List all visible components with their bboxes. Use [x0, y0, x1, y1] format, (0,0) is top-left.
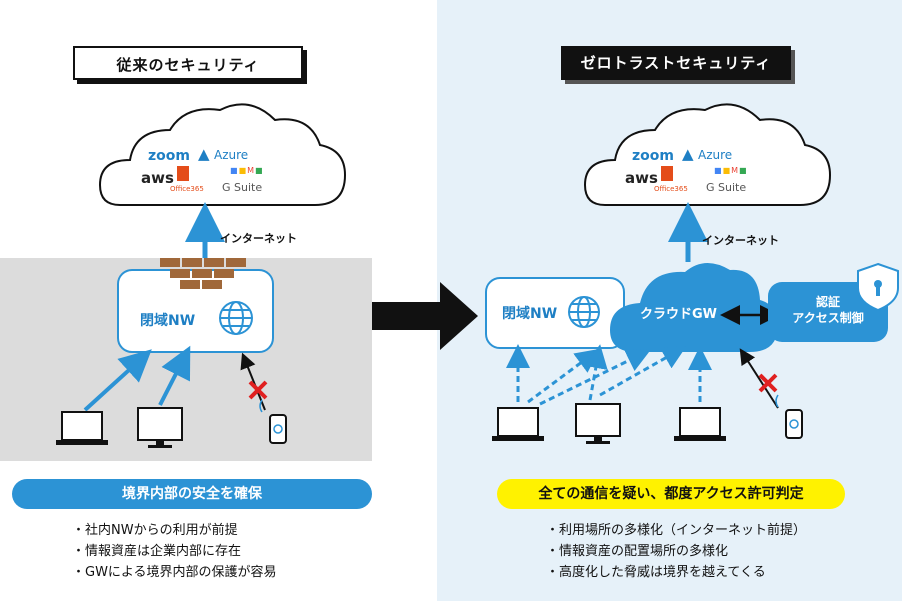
auth-label: 認証 アクセス制御 — [768, 294, 888, 326]
left-title: 従来のセキュリティ — [73, 46, 303, 80]
list-item: ・情報資産の配置場所の多様化 — [546, 544, 729, 559]
firewall-icon — [160, 258, 246, 289]
list-item: ・GWによる境界内部の保護が容易 — [72, 565, 277, 580]
zoom-logo: zoom — [148, 148, 190, 164]
azure-triangle-icon-right: ▲ — [682, 145, 694, 163]
right-title: ゼロトラストセキュリティ — [561, 46, 791, 80]
gsuite-logo-right: G Suite — [706, 181, 747, 194]
shield-lock-icon — [857, 262, 899, 312]
list-item: ・社内NWからの利用が前提 — [72, 523, 238, 538]
cloud-gw-icon — [610, 262, 778, 352]
azure-logo-right: Azure — [698, 148, 733, 162]
auth-box — [768, 282, 888, 342]
left-laptop-icon — [56, 411, 108, 445]
azure-logo: Azure — [214, 148, 249, 162]
right-globe-icon — [568, 296, 600, 328]
blocked-x-icon-left — [248, 380, 268, 400]
gsuite-logo: G Suite — [222, 181, 263, 194]
gsuite-icons-right: ■■M■ — [714, 166, 748, 175]
aws-logo: aws — [141, 169, 174, 187]
left-internet-label: インターネット — [220, 232, 297, 245]
gsuite-icons: ■■M■ — [230, 166, 264, 175]
azure-triangle-icon: ▲ — [198, 145, 210, 163]
office-logo-right: Office365 — [654, 185, 688, 193]
right-smartphone-icon — [775, 394, 803, 439]
office-icon — [177, 166, 189, 181]
list-item: ・高度化した脅威は境界を越えてくる — [546, 565, 766, 580]
left-cloud-icon — [98, 103, 347, 206]
left-globe-icon — [219, 301, 253, 335]
zoom-logo-right: zoom — [632, 148, 674, 164]
right-laptop-icon-2 — [674, 407, 726, 441]
left-smartphone-icon — [259, 399, 287, 444]
aws-logo-right: aws — [625, 169, 658, 187]
cloud-gw-label: クラウドGW — [640, 307, 718, 322]
office-icon-right — [661, 166, 673, 181]
right-banner: 全ての通信を疑い、都度アクセス許可判定 — [497, 479, 845, 509]
right-internet-label: インターネット — [702, 234, 779, 247]
office-logo: Office365 — [170, 185, 204, 193]
list-item: ・利用場所の多様化（インターネット前提） — [546, 523, 807, 538]
left-closed-nw-label: 閉域NW — [140, 313, 196, 329]
left-bullet-list: ・社内NWからの利用が前提 ・情報資産は企業内部に存在 ・GWによる境界内部の保… — [72, 520, 277, 583]
right-bullet-list: ・利用場所の多様化（インターネット前提） ・情報資産の配置場所の多様化 ・高度化… — [546, 520, 806, 583]
left-monitor-icon — [137, 407, 183, 448]
right-closed-nw-label: 閉域NW — [502, 306, 558, 322]
right-monitor-icon — [575, 403, 621, 444]
right-cloud-icon — [583, 103, 832, 206]
left-banner: 境界内部の安全を確保 — [12, 479, 372, 509]
auth-label-line1: 認証 — [815, 295, 840, 309]
blocked-x-icon-right — [758, 373, 778, 393]
right-laptop-icon — [492, 407, 544, 441]
auth-label-line2: アクセス制御 — [792, 311, 864, 325]
transition-arrow — [372, 282, 478, 350]
list-item: ・情報資産は企業内部に存在 — [72, 544, 242, 559]
